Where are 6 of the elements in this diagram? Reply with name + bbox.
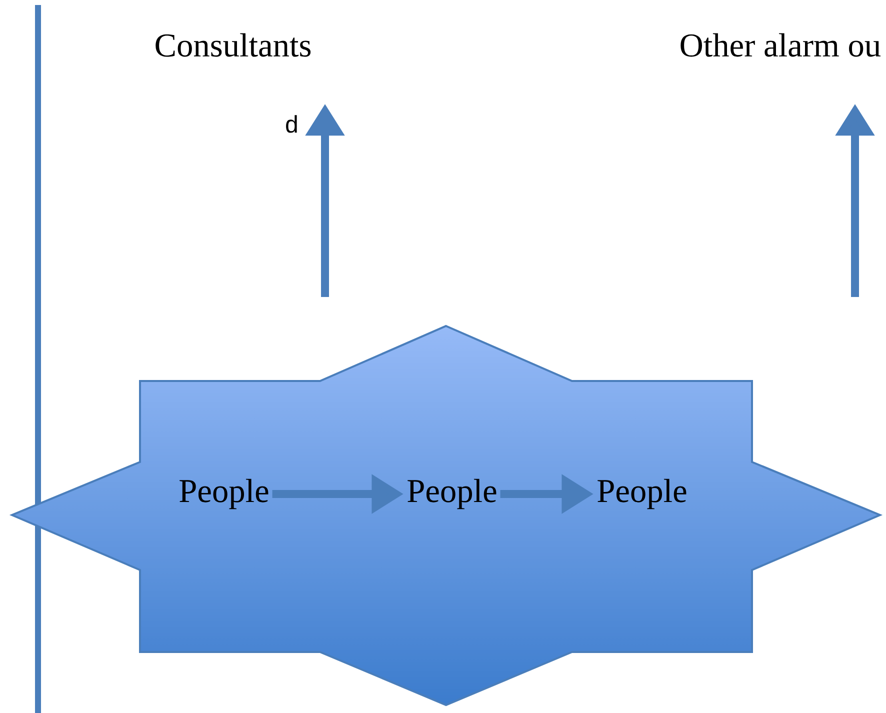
- arrow-label: d: [286, 115, 297, 133]
- node-label: People: [598, 478, 686, 510]
- node-label: People: [408, 478, 496, 510]
- node-label: People: [180, 478, 268, 510]
- node-label: Other alarm ou: [680, 33, 881, 57]
- node-label: Consultants: [156, 33, 311, 57]
